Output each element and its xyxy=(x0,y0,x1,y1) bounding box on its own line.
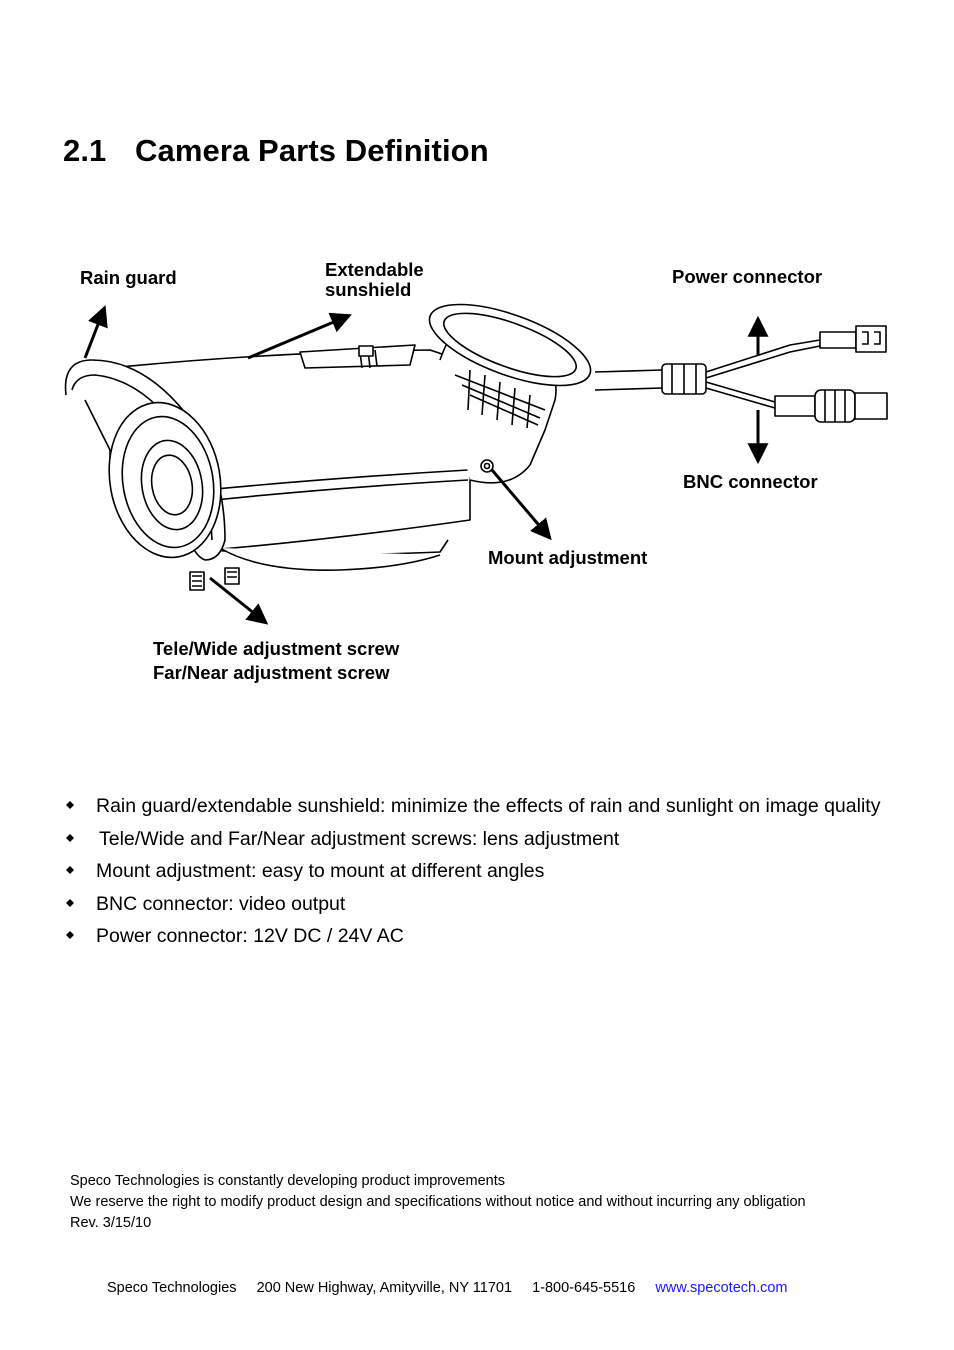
sunshield xyxy=(299,344,416,369)
mount-adjustment-arrow xyxy=(490,469,552,541)
features-list: Rain guard/extendable sunshield: minimiz… xyxy=(62,790,880,953)
list-item: Rain guard/extendable sunshield: minimiz… xyxy=(62,790,880,823)
label-sunshield: Extendable sunshield xyxy=(325,260,424,300)
callout-arrows xyxy=(83,305,769,625)
camera-diagram xyxy=(64,303,888,625)
mount xyxy=(428,303,592,484)
list-item: Tele/Wide and Far/Near adjustment screws… xyxy=(62,823,880,856)
cable-assembly xyxy=(594,325,888,423)
label-rain-guard: Rain guard xyxy=(80,267,177,288)
list-item: Power connector: 12V DC / 24V AC xyxy=(62,920,880,953)
disclaimer-line1: Speco Technologies is constantly develop… xyxy=(70,1173,505,1189)
adjustment-screws xyxy=(189,567,240,591)
label-adjustment-screws: Tele/Wide adjustment screw Far/Near adju… xyxy=(153,637,399,685)
label-sunshield-line2: sunshield xyxy=(325,279,412,300)
footer-address: 200 New Highway, Amityville, NY 11701 xyxy=(256,1280,513,1296)
screws-arrow xyxy=(209,576,269,625)
label-mount-adjustment: Mount adjustment xyxy=(488,547,648,568)
revision-date: Rev. 3/15/10 xyxy=(70,1215,152,1231)
label-sunshield-line1: Extendable xyxy=(325,259,424,280)
diamond-bullet-icon xyxy=(66,931,74,939)
rain-guard-arrow xyxy=(83,305,108,359)
list-item: Mount adjustment: easy to mount at diffe… xyxy=(62,855,880,888)
diamond-bullet-icon xyxy=(66,866,74,874)
footer-phone: 1-800-645-5516 xyxy=(532,1280,636,1296)
footer-website-link[interactable]: www.specotech.com xyxy=(655,1280,788,1296)
disclaimer: Speco Technologies is constantly develop… xyxy=(70,1171,806,1234)
page-footer: Speco Technologies 200 New Highway, Amit… xyxy=(107,1280,788,1296)
label-tele-wide-screw: Tele/Wide adjustment screw xyxy=(153,638,400,659)
diamond-bullet-icon xyxy=(66,801,74,809)
sunshield-arrow xyxy=(247,312,352,360)
rain-guard xyxy=(64,359,226,561)
section-number: 2.1 xyxy=(63,133,107,168)
diamond-bullet-icon xyxy=(66,833,74,842)
label-far-near-screw: Far/Near adjustment screw xyxy=(153,662,390,683)
diamond-bullet-icon xyxy=(66,898,74,907)
section-title: Camera Parts Definition xyxy=(135,133,489,168)
label-bnc-connector: BNC connector xyxy=(683,471,818,492)
page-title: 2.1 Camera Parts Definition xyxy=(63,133,489,169)
footer-company: Speco Technologies xyxy=(107,1280,237,1296)
disclaimer-line2: We reserve the right to modify product d… xyxy=(70,1194,806,1210)
list-item: BNC connector: video output xyxy=(62,888,880,921)
label-power-connector: Power connector xyxy=(672,266,823,287)
